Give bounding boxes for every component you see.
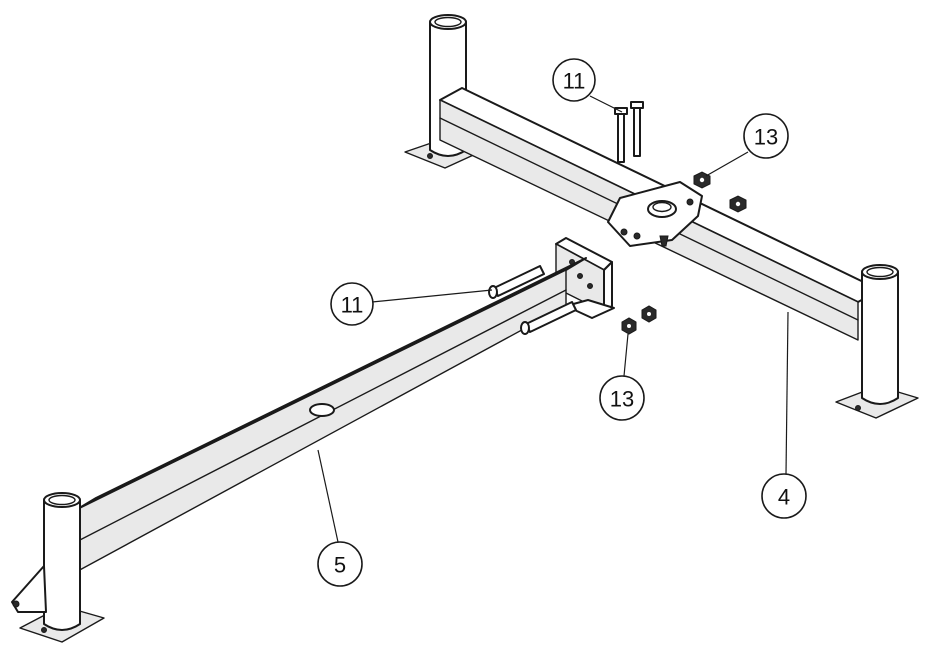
callout-nuts-bottom: 13 — [599, 375, 645, 421]
leader-nuts-top — [705, 151, 749, 177]
front-frame-right-post — [861, 271, 899, 405]
leader-front-frame — [785, 311, 789, 475]
callout-front-frame-label: 4 — [778, 485, 790, 510]
leader-bolts-top — [589, 95, 623, 113]
callout-rear-leg: 5 — [317, 541, 363, 587]
callout-bolts-top: 11 — [552, 58, 596, 102]
callout-nuts-top-label: 13 — [754, 125, 778, 150]
nuts-top-part-13 — [693, 171, 747, 213]
bolt-top-2 — [633, 105, 641, 157]
leader-nuts-bottom — [623, 333, 629, 377]
callout-bolts-side: 11 — [330, 282, 374, 326]
rear-leg-tube-hole — [309, 403, 335, 417]
callout-rear-leg-label: 5 — [334, 553, 346, 578]
mounting-plate-hole — [647, 200, 677, 218]
leader-rear-leg — [317, 449, 339, 543]
bolt-top-1 — [617, 111, 625, 163]
rear-leg-post — [43, 499, 81, 631]
callout-front-frame: 4 — [761, 473, 807, 519]
leader-bolts-side — [371, 289, 493, 303]
rear-leg-part-5 — [11, 237, 615, 643]
rear-leg-tube-side — [75, 269, 567, 573]
callout-bolts-top-label: 11 — [563, 69, 586, 94]
callout-bolts-side-label: 11 — [341, 293, 364, 318]
nuts-bottom-part-13 — [621, 305, 657, 335]
callout-nuts-bottom-label: 13 — [610, 387, 634, 412]
rear-leg-gusset — [11, 565, 47, 613]
callout-nuts-top: 13 — [743, 113, 789, 159]
front-frame-part-4 — [404, 14, 919, 419]
bolts-side-part-11 — [488, 265, 577, 335]
